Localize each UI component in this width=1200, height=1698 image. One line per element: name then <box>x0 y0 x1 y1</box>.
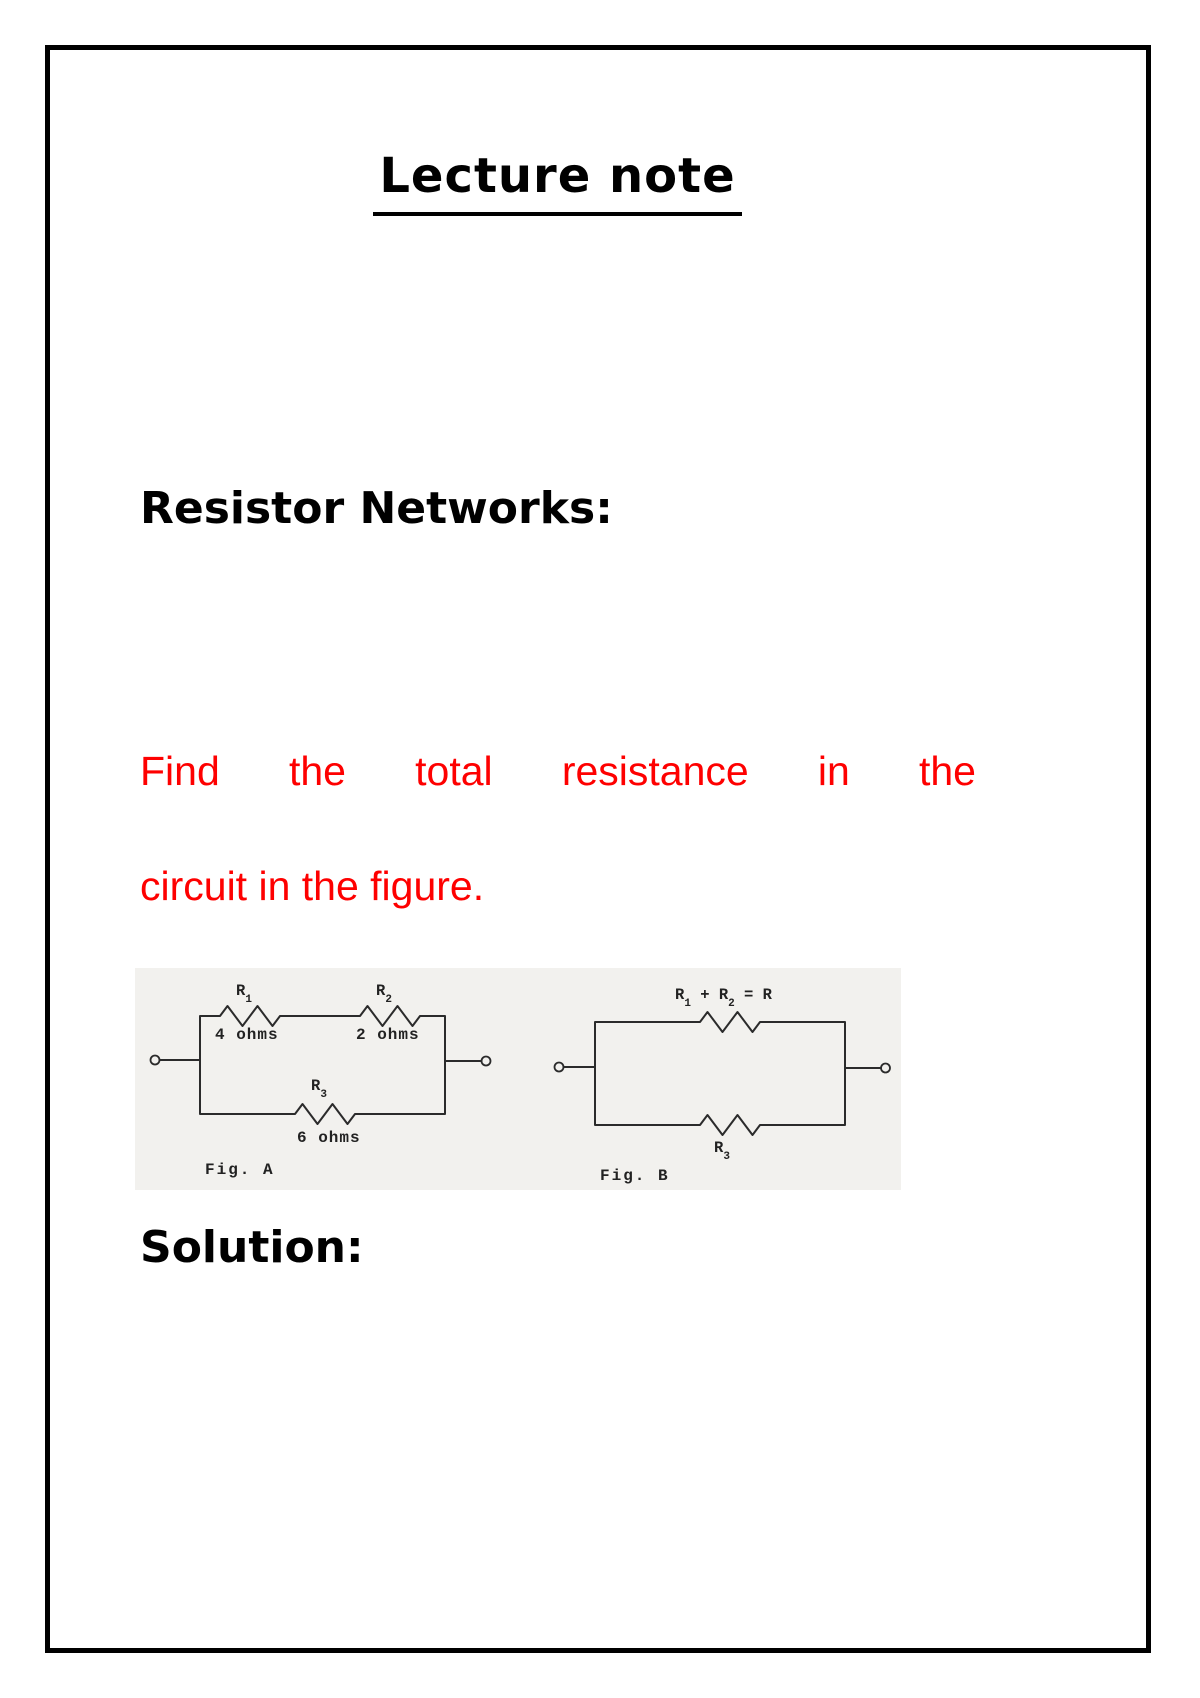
fig-b-circuit: R1 + R2 = R R3 Fig. B <box>553 986 891 1185</box>
figB-wires-and-resistors <box>562 1011 882 1136</box>
figA-wires-and-resistors <box>158 1005 483 1125</box>
figA-right-terminal-icon <box>480 1055 492 1067</box>
page-border <box>45 45 1151 1653</box>
page-title: Lecture note <box>373 148 742 216</box>
figA-r2-label: R2 <box>376 982 392 1006</box>
figA-left-terminal-icon <box>149 1054 161 1066</box>
figB-equation-label: R1 + R2 = R <box>675 986 773 1010</box>
solution-heading: Solution: <box>140 1222 364 1273</box>
figB-r3-label: R3 <box>714 1139 730 1163</box>
fig-a-circuit: R1 4 ohms R2 2 ohms R3 6 ohms Fig. A <box>149 982 492 1179</box>
title-container: Lecture note <box>140 148 975 216</box>
figB-right-terminal-icon <box>880 1062 891 1074</box>
figA-r2-value: 2 ohms <box>356 1026 420 1044</box>
circuit-diagram-svg: R1 4 ohms R2 2 ohms R3 6 ohms Fig. A R1 … <box>149 982 891 1185</box>
figA-r1-value: 4 ohms <box>215 1026 279 1044</box>
figA-caption: Fig. A <box>205 1161 275 1179</box>
figA-r3-value: 6 ohms <box>297 1129 361 1147</box>
figB-caption: Fig. B <box>600 1167 670 1185</box>
problem-statement-line-1: Find the total resistance in the <box>140 748 976 794</box>
circuit-figure: R1 4 ohms R2 2 ohms R3 6 ohms Fig. A R1 … <box>135 968 901 1190</box>
figA-r1-label: R1 <box>236 982 252 1006</box>
problem-statement-line-2: circuit in the figure. <box>140 863 485 909</box>
figB-left-terminal-icon <box>553 1061 565 1073</box>
section-heading: Resistor Networks: <box>140 483 613 534</box>
figA-r3-label: R3 <box>311 1077 327 1101</box>
